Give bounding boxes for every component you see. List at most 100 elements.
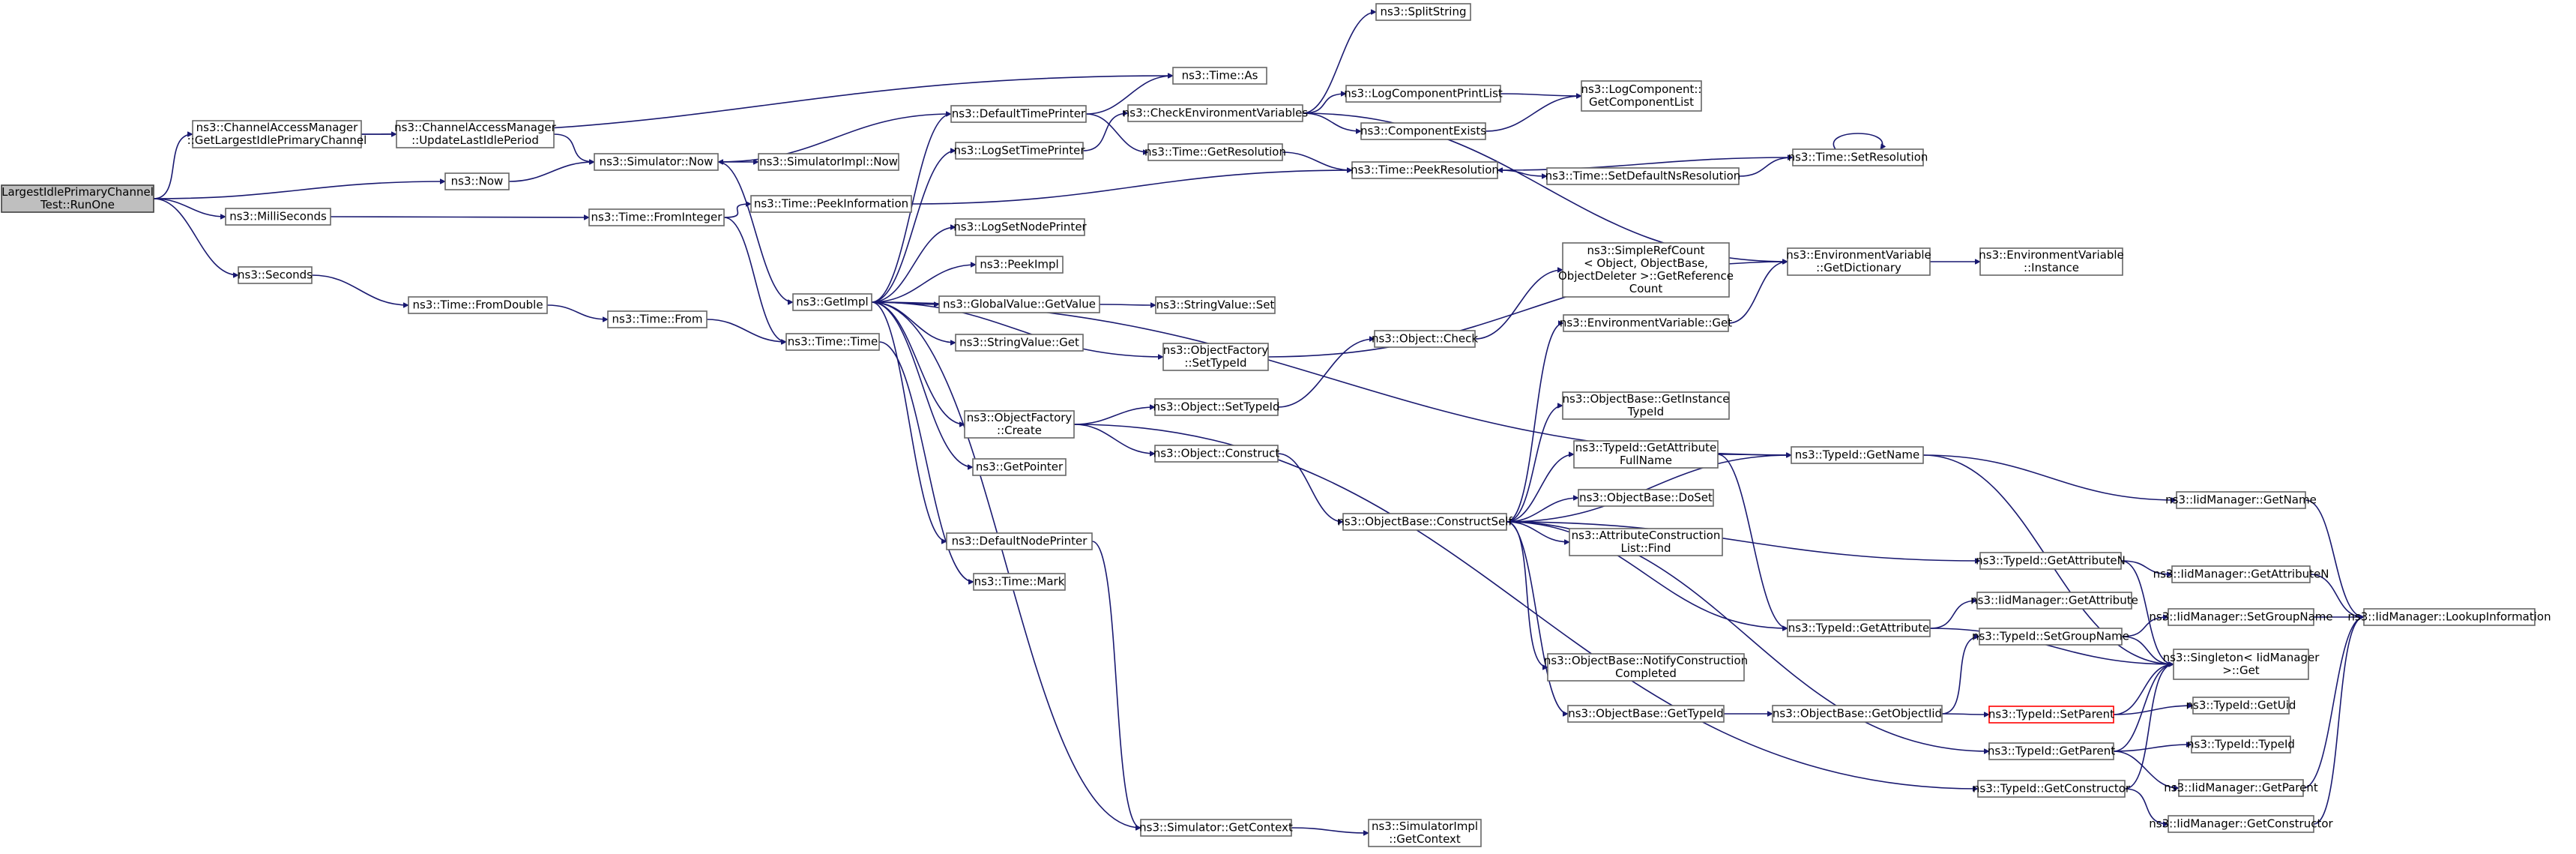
node-obGetTypeId[interactable]: ns3::ObjectBase::GetTypeId [1567, 705, 1725, 723]
node-timeMark[interactable]: ns3::Time::Mark [973, 573, 1066, 591]
node-setDefNs[interactable]: ns3::Time::SetDefaultNsResolution [1545, 167, 1741, 185]
node-getImpl[interactable]: ns3::GetImpl [792, 293, 872, 311]
node-logCompGetList[interactable]: ns3::LogComponent::GetComponentList [1581, 80, 1702, 112]
node-gvGetValue[interactable]: ns3::GlobalValue::GetValue [938, 295, 1100, 313]
node-label-line: ns3::CheckEnvironmentVariables [1123, 106, 1309, 119]
node-iidGetAttr[interactable]: ns3::IidManager::GetAttribute [1970, 592, 2138, 610]
edge-path [2313, 617, 2365, 825]
node-peekInfo[interactable]: ns3::Time::PeekInformation [750, 195, 912, 213]
node-obConstructSelf[interactable]: ns3::ObjectBase::ConstructSelf [1337, 513, 1512, 531]
node-getPointer[interactable]: ns3::GetPointer [972, 458, 1067, 476]
node-label-line: ns3::DefaultNodePrinter [952, 534, 1088, 547]
edge-path [1929, 628, 2174, 664]
node-timeAs[interactable]: ns3::Time::As [1172, 67, 1267, 85]
edge-getImpl-to-simGetCtx [871, 301, 1141, 828]
edge-path [2120, 560, 2174, 664]
node-envGetDict[interactable]: ns3::EnvironmentVariable::GetDictionary [1786, 247, 1931, 276]
node-singletonGet[interactable]: ns3::Singleton< IidManager>::Get [2163, 649, 2320, 680]
edge-path [1282, 151, 1352, 170]
edge-path [871, 227, 956, 303]
node-now[interactable]: ns3::Now [444, 172, 510, 190]
node-iidGetCtor[interactable]: ns3::IidManager::GetConstructor [2149, 815, 2334, 833]
node-tidGetCtor[interactable]: ns3::TypeId::GetConstructor [1973, 780, 2131, 798]
node-svGet[interactable]: ns3::StringValue::Get [955, 334, 1084, 352]
node-logCompPrint[interactable]: ns3::LogComponentPrintList [1344, 85, 1503, 103]
edge-getImpl-to-defNodePrinter [871, 301, 947, 541]
edge-path [2113, 745, 2192, 752]
edge-obGetObjTid-to-tidSetGroup [1941, 637, 1980, 715]
node-box [2171, 565, 2311, 583]
node-timeTime[interactable]: ns3::Time::Time [785, 333, 880, 351]
node-peekImpl[interactable]: ns3::PeekImpl [975, 256, 1064, 274]
node-defNodePrinter[interactable]: ns3::DefaultNodePrinter [946, 532, 1093, 550]
node-objCheck[interactable]: ns3::Object::Check [1372, 330, 1478, 348]
node-timeFrom[interactable]: ns3::Time::From [607, 310, 708, 328]
node-srcGetRef[interactable]: ns3::SimpleRefCount< Object, ObjectBase,… [1558, 242, 1734, 298]
node-label-line: Test::RunOne [40, 198, 115, 211]
edge-obGetObjTid-to-tidSetParent [1941, 714, 1989, 715]
node-updLast[interactable]: ns3::ChannelAccessManager::UpdateLastIdl… [394, 120, 557, 148]
node-tidGetName[interactable]: ns3::TypeId::GetName [1791, 446, 1924, 464]
node-tidGetAttrN[interactable]: ns3::TypeId::GetAttributeN [1976, 552, 2126, 570]
node-objConstruct[interactable]: ns3::Object::Construct [1153, 445, 1280, 463]
node-tidGetParent[interactable]: ns3::TypeId::GetParent [1988, 742, 2115, 760]
node-getLargest[interactable]: ns3::ChannelAccessManager::GetLargestIdl… [187, 120, 367, 148]
node-peekRes[interactable]: ns3::Time::PeekResolution [1351, 161, 1499, 179]
edge-path [2120, 560, 2172, 574]
node-fromInt[interactable]: ns3::Time::FromInteger [588, 208, 725, 226]
edge-path [1717, 454, 1791, 455]
node-iidGetName[interactable]: ns3::IidManager::GetName [2165, 491, 2317, 509]
node-logSetNode[interactable]: ns3::LogSetNodePrinter [953, 218, 1088, 236]
node-label-line: ns3::Simulator::Now [600, 154, 714, 168]
node-tidGetAttr[interactable]: ns3::TypeId::GetAttribute [1787, 619, 1931, 637]
node-simImplNow[interactable]: ns3::SimulatorImpl::Now [758, 153, 899, 171]
node-obDoSet[interactable]: ns3::ObjectBase::DoSet [1578, 489, 1714, 507]
node-fromDouble[interactable]: ns3::Time::FromDouble [408, 296, 548, 314]
node-defTimePrinter[interactable]: ns3::DefaultTimePrinter [950, 105, 1087, 123]
node-tidTypeId[interactable]: ns3::TypeId::TypeId [2187, 736, 2295, 754]
node-objSetTypeId[interactable]: ns3::Object::SetTypeId [1153, 398, 1280, 416]
node-tidSetParent[interactable]: ns3::TypeId::SetParent [1988, 706, 2114, 724]
node-seconds[interactable]: ns3::Seconds [238, 266, 313, 284]
node-milli[interactable]: ns3::MilliSeconds [225, 208, 331, 226]
node-logSetTime[interactable]: ns3::LogSetTimePrinter [953, 142, 1085, 160]
node-checkEnv[interactable]: ns3::CheckEnvironmentVariables [1123, 104, 1309, 122]
node-compExists[interactable]: ns3::ComponentExists [1360, 122, 1486, 140]
edge-path [1302, 94, 1346, 114]
edge-path [153, 198, 226, 217]
node-tidGetUid[interactable]: ns3::TypeId::GetUid [2186, 697, 2296, 715]
edge-tidSetGroup-to-iidSetGroup [2121, 617, 2168, 637]
node-obGetObjTid[interactable]: ns3::ObjectBase::GetObjectIid [1772, 705, 1943, 723]
node-svSet[interactable]: ns3::StringValue::Set [1155, 296, 1276, 314]
node-label-line: ns3::MilliSeconds [229, 209, 327, 223]
node-splitString[interactable]: ns3::SplitString [1375, 3, 1471, 21]
node-simNow[interactable]: ns3::Simulator::Now [594, 153, 719, 171]
node-obNotify[interactable]: ns3::ObjectBase::NotifyConstructionCompl… [1544, 653, 1748, 682]
node-simGetCtx[interactable]: ns3::Simulator::GetContext [1139, 819, 1293, 837]
edge-path [2113, 706, 2193, 715]
edge-path [1291, 827, 1369, 833]
edge-fromInt-to-peekInfo [723, 204, 751, 218]
node-iidGetParent[interactable]: ns3::IidManager::GetParent [2164, 779, 2318, 797]
edge-iidGetCtor-to-iidLookup [2313, 617, 2365, 825]
node-ofSetTypeId[interactable]: ns3::ObjectFactory::SetTypeId [1162, 343, 1269, 371]
node-ofCreate[interactable]: ns3::ObjectFactory::Create [964, 410, 1075, 439]
node-simImplGetCtx[interactable]: ns3::SimulatorImpl::GetContext [1368, 819, 1482, 847]
node-setRes[interactable]: ns3::Time::SetResolution [1788, 148, 1928, 166]
node-iidLookup[interactable]: ns3::IidManager::LookupInformation [2347, 608, 2551, 626]
node-getRes[interactable]: ns3::Time::GetResolution [1144, 143, 1286, 161]
edge-checkEnv-to-logCompPrint [1302, 94, 1346, 114]
node-tidSetGroup[interactable]: ns3::TypeId::SetGroupName [1972, 628, 2129, 646]
edge-logSetTime-to-checkEnv [1082, 113, 1128, 151]
node-iidSetGroup[interactable]: ns3::IidManager::SetGroupName [2149, 608, 2333, 626]
node-envInstance[interactable]: ns3::EnvironmentVariable::Instance [1979, 247, 2124, 276]
edge-root-to-milli [153, 198, 226, 217]
edge-path [546, 304, 608, 319]
node-iidGetAttrN[interactable]: ns3::IidManager::GetAttributeN [2153, 565, 2329, 583]
edge-path [2309, 574, 2364, 617]
node-envGet[interactable]: ns3::EnvironmentVariable::Get [1560, 314, 1732, 332]
